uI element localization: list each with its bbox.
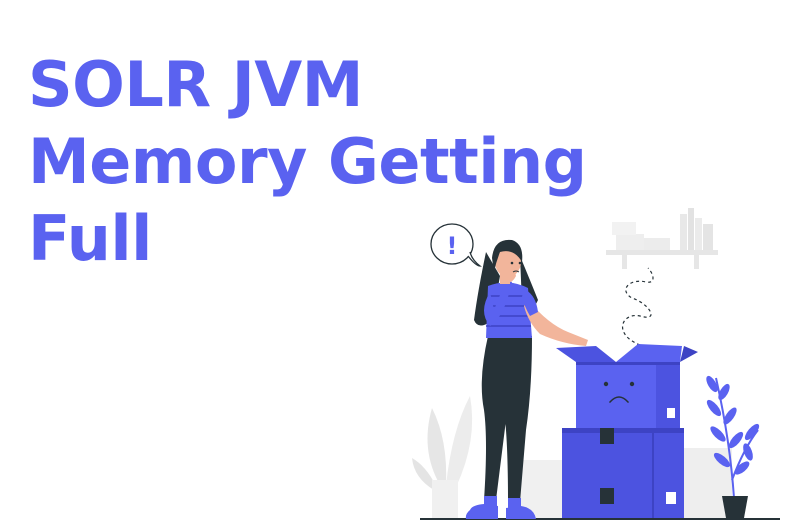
wall-shelf [606, 208, 718, 269]
page-title: SOLR JVM Memory Getting Full [28, 46, 587, 277]
woman-figure [465, 239, 588, 519]
box-stack [556, 344, 698, 518]
title-line-3: Full [28, 202, 152, 275]
sad-face-icon [603, 381, 635, 403]
title-line-2: Memory Getting [28, 125, 587, 198]
floor-line [420, 518, 780, 520]
exclamation-mark: ! [447, 232, 458, 260]
title-line-1: SOLR JVM [28, 48, 363, 121]
speech-bubble: ! [430, 223, 482, 267]
confused-woman-illustration: ! [412, 208, 780, 520]
left-plant-icon [412, 396, 473, 518]
steam-squiggle [621, 267, 654, 346]
right-plant-icon [706, 375, 760, 518]
